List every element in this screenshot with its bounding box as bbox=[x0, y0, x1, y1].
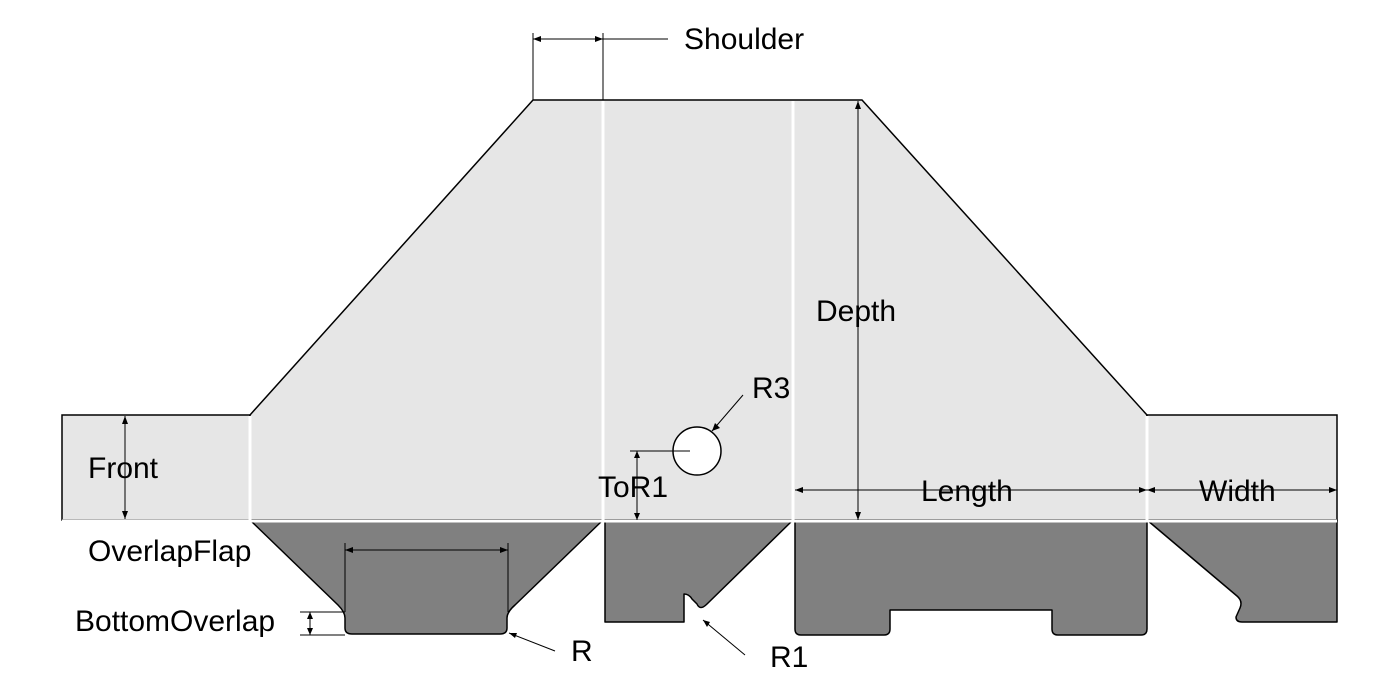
fold-lines bbox=[62, 101, 1337, 523]
r-leader bbox=[508, 632, 556, 652]
length-label: Length bbox=[921, 475, 1013, 508]
depth-arrow-bottom bbox=[855, 512, 861, 520]
width-label: Width bbox=[1199, 475, 1276, 508]
depth-arrow-top bbox=[855, 101, 861, 109]
r1-arrow bbox=[703, 620, 710, 627]
length-flap bbox=[794, 519, 1148, 636]
dimension-labels: Shoulder Depth R3 Front ToR1 Length Widt… bbox=[75, 23, 1276, 674]
length-arrow-right bbox=[1139, 487, 1147, 493]
overlap-flap-arrow-right bbox=[500, 547, 508, 553]
r1-leader bbox=[702, 619, 746, 656]
tor1-arrow-top bbox=[634, 451, 640, 458]
width-arrow-left bbox=[1147, 487, 1155, 493]
r1-flap bbox=[604, 519, 794, 623]
bottom-overlap-label: BottomOverlap bbox=[75, 605, 275, 638]
width-flap bbox=[1146, 519, 1338, 623]
tor1-arrow-bottom bbox=[634, 513, 640, 520]
r1-label: R1 bbox=[770, 641, 808, 674]
overlap-flap bbox=[249, 519, 604, 635]
shoulder-label: Shoulder bbox=[684, 23, 804, 56]
front-panel bbox=[61, 414, 251, 521]
r3-leader bbox=[711, 394, 744, 432]
depth-label: Depth bbox=[816, 295, 896, 328]
overlap-flap-label: OverlapFlap bbox=[88, 535, 251, 568]
tor1-label: ToR1 bbox=[598, 471, 668, 504]
length-arrow-left bbox=[795, 487, 803, 493]
front-arrow-top bbox=[122, 416, 128, 424]
bottom-overlap-arrow-top bbox=[307, 612, 313, 619]
r-label: R bbox=[571, 635, 593, 668]
front-arrow-bottom bbox=[122, 511, 128, 519]
dimension-lines bbox=[122, 33, 1337, 656]
overlap-flap-arrow-left bbox=[345, 547, 353, 553]
r-arrow bbox=[509, 633, 517, 638]
r3-arrow bbox=[712, 423, 720, 431]
bottom-flaps bbox=[249, 519, 1338, 636]
bottom-overlap-arrow-bottom bbox=[307, 628, 313, 635]
shoulder-arrow-left bbox=[533, 36, 541, 42]
front-label: Front bbox=[88, 452, 159, 485]
shoulder-arrow-right bbox=[595, 36, 603, 42]
r3-label: R3 bbox=[752, 372, 790, 405]
width-arrow-right bbox=[1329, 487, 1337, 493]
